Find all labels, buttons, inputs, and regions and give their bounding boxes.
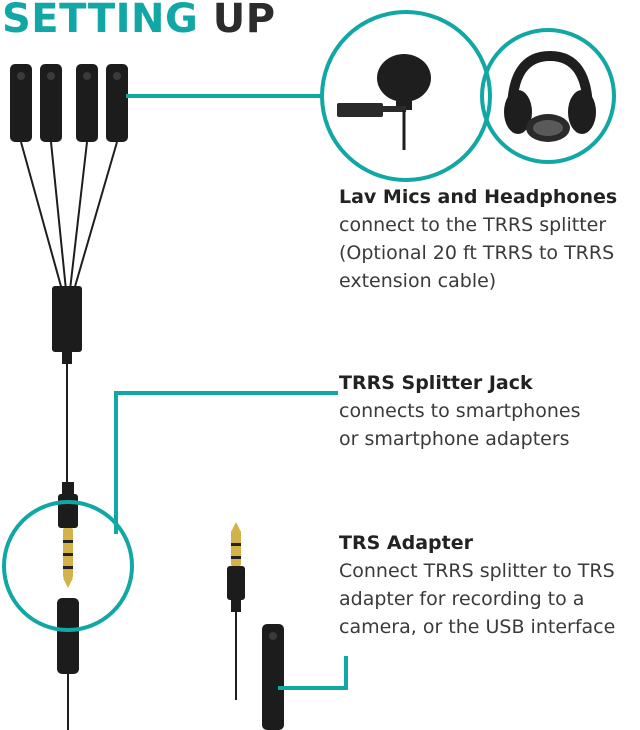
label-line: adapter for recording to a [339,588,585,610]
label-lav-mics-headphones: Lav Mics and Headphones connect to the T… [339,183,617,295]
trrs-plug-icon [58,482,78,588]
label-heading: TRS Adapter [339,532,473,554]
splitter-socket [10,64,32,142]
label-line: Connect TRRS splitter to TRS [339,560,615,582]
splitter-socket [76,64,98,142]
label-heading: Lav Mics and Headphones [339,186,618,208]
page-title: SETTING UP [2,0,276,42]
label-trs-adapter: TRS Adapter Connect TRRS splitter to TRS… [339,529,615,641]
label-line: extension cable) [339,270,497,292]
label-heading: TRRS Splitter Jack [339,372,533,394]
label-line: camera, or the USB interface [339,616,616,638]
trrs-splitter-icon [10,64,128,484]
title-part-1: SETTING [2,0,199,42]
label-line: connect to the TRRS splitter [339,214,607,236]
title-part-2: UP [212,0,276,42]
splitter-socket [40,64,62,142]
headphones-icon [504,50,596,142]
extension-socket [57,598,79,730]
splitter-socket [106,64,128,142]
label-line: or smartphone adapters [339,428,570,450]
lavalier-microphone-icon [337,54,431,150]
label-line: (Optional 20 ft TRRS to TRRS [339,242,615,264]
label-trrs-splitter-jack: TRRS Splitter Jack connects to smartphon… [339,369,580,453]
label-line: connects to smartphones [339,400,581,422]
trs-adapter-icon [227,522,284,730]
